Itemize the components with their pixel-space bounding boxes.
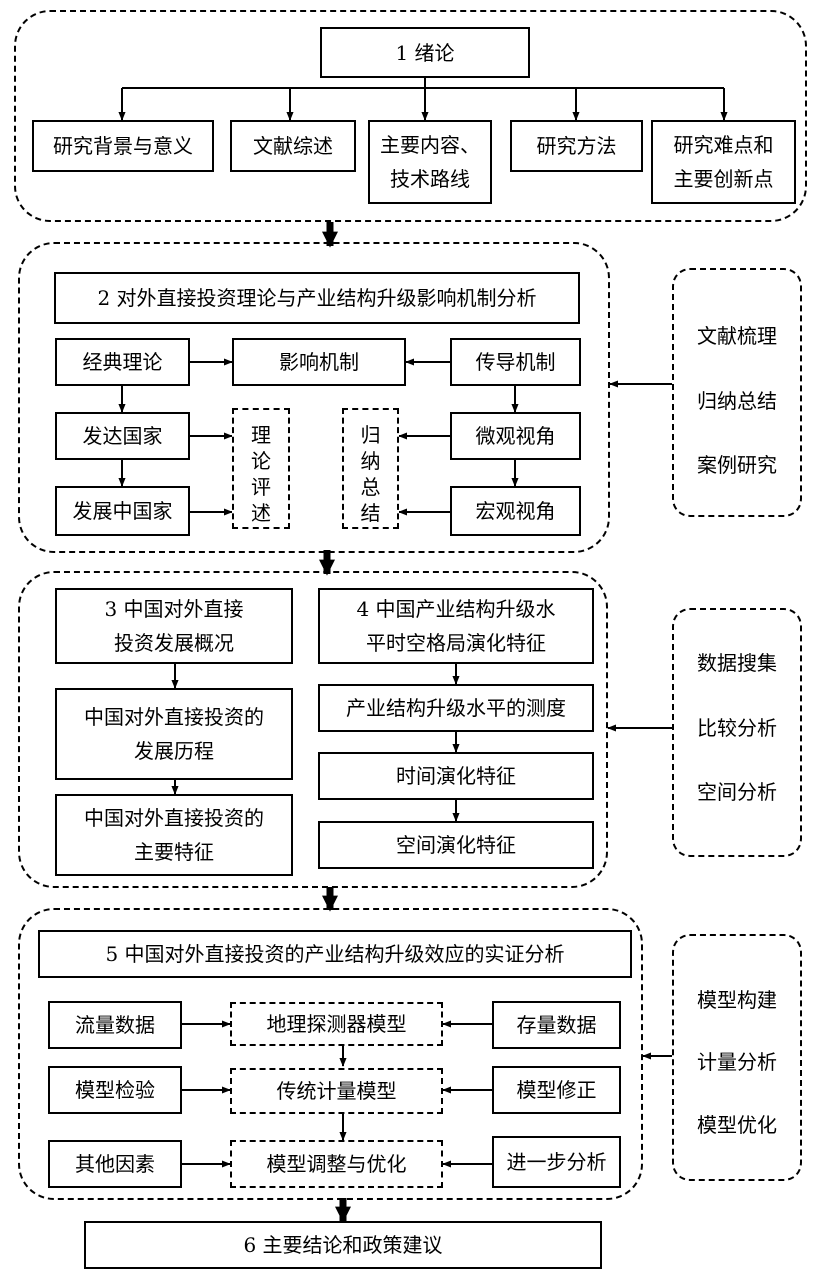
- s2-micro-view: 微观视角: [450, 412, 581, 460]
- s5-econometric-model: 传统计量模型: [230, 1068, 443, 1114]
- s2-classic-theory: 经典理论: [55, 338, 190, 386]
- s5-method-1: 模型构建: [697, 988, 777, 1012]
- s2-method-3: 案例研究: [697, 453, 777, 477]
- s5-method-2: 计量分析: [697, 1050, 777, 1074]
- s2-mechanism: 影响机制: [232, 338, 406, 386]
- s3-features: 中国对外直接投资的 主要特征: [55, 794, 293, 876]
- section34-group: [18, 571, 608, 888]
- s4-method-3: 空间分析: [697, 780, 777, 804]
- s1-item-innovation: 研究难点和 主要创新点: [651, 120, 796, 204]
- s2-method-1: 文献梳理: [697, 324, 777, 348]
- s4-methods-panel: [672, 608, 802, 857]
- s4-method-1: 数据搜集: [697, 651, 777, 675]
- s5-flow-data: 流量数据: [48, 1001, 182, 1049]
- s2-developing-countries: 发展中国家: [55, 486, 190, 536]
- s2-methods-panel: [672, 268, 802, 517]
- s4-time-evolution: 时间演化特征: [318, 752, 594, 800]
- s3-history: 中国对外直接投资的 发展历程: [55, 688, 293, 780]
- s2-developed-countries: 发达国家: [55, 412, 190, 460]
- s5-model-adjust: 模型调整与优化: [230, 1140, 443, 1188]
- s5-geo-detector-model: 地理探测器模型: [230, 1002, 443, 1046]
- s2-title: 2 对外直接投资理论与产业结构升级影响机制分析: [54, 272, 580, 324]
- s2-macro-view: 宏观视角: [450, 486, 581, 536]
- section2-group: [18, 242, 610, 553]
- s5-further-analysis: 进一步分析: [492, 1136, 621, 1188]
- s5-title: 5 中国对外直接投资的产业结构升级效应的实证分析: [38, 930, 632, 978]
- section1-group: [14, 10, 807, 222]
- s2-transmission: 传导机制: [450, 338, 581, 386]
- s1-item-literature: 文献综述: [230, 120, 356, 172]
- s1-item-methods: 研究方法: [510, 120, 643, 172]
- s1-item-background: 研究背景与意义: [32, 120, 214, 172]
- s2-inductive-summary: 归纳总结: [342, 408, 399, 529]
- s3-title: 3 中国对外直接 投资发展概况: [55, 588, 293, 664]
- s4-space-evolution: 空间演化特征: [318, 821, 594, 869]
- s5-model-test: 模型检验: [48, 1066, 182, 1114]
- s2-method-2: 归纳总结: [697, 389, 777, 413]
- s4-method-2: 比较分析: [697, 716, 777, 740]
- s5-model-fix: 模型修正: [492, 1066, 621, 1114]
- s5-method-3: 模型优化: [697, 1113, 777, 1137]
- s4-measure: 产业结构升级水平的测度: [318, 684, 594, 732]
- s2-theory-review: 理论评述: [232, 408, 290, 529]
- section5-group: [18, 908, 643, 1200]
- s4-title: 4 中国产业结构升级水 平时空格局演化特征: [318, 588, 594, 664]
- s1-item-content: 主要内容、 技术路线: [368, 120, 492, 204]
- s5-other-factors: 其他因素: [48, 1140, 182, 1188]
- s1-title: 1 绪论: [320, 27, 530, 78]
- s6-conclusion: 6 主要结论和政策建议: [84, 1221, 602, 1269]
- s5-methods-panel: [672, 934, 802, 1181]
- s5-stock-data: 存量数据: [492, 1001, 621, 1049]
